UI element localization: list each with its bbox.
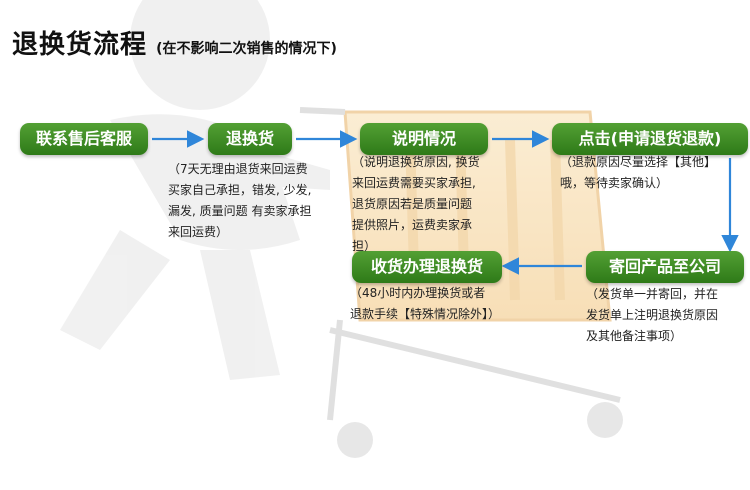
desc-explain: （说明退换货原因, 换货 来回运费需要买家承担, 退货原因若是质量问题 提供照片… [352,152,480,257]
desc-line: 担） [352,239,377,253]
desc-line: （48小时内办理换货或者 [350,286,486,300]
desc-line: 发货单上注明退换货原因 [586,308,719,322]
desc-line: 来回运费） [168,225,229,239]
page-header: 退换货流程 (在不影响二次销售的情况下) [12,24,337,61]
desc-line: （7天无理由退货来回运费 [168,162,308,176]
desc-line: （说明退换货原因, 换货 [352,155,480,169]
desc-process: （48小时内办理换货或者 退款手续【特殊情况除外】） [350,283,500,325]
desc-apply: （退款原因尽量选择【其他】 哦，等待卖家确认） [560,152,716,194]
desc-line: 退款手续【特殊情况除外】） [350,307,501,321]
page-subtitle: (在不影响二次销售的情况下) [156,41,337,57]
desc-line: 哦，等待卖家确认） [560,176,669,190]
desc-line: 来回运费需要买家承担, [352,176,476,190]
step-apply-refund: 点击(申请退货退款) [552,123,748,155]
step-explain: 说明情况 [360,123,488,155]
desc-line: （退款原因尽量选择【其他】 [560,155,717,169]
step-process: 收货办理退换货 [352,251,502,283]
desc-return-exchange: （7天无理由退货来回运费 买家自己承担，错发, 少发, 漏发, 质量问题 有卖家… [168,159,311,243]
desc-line: （发货单一并寄回，并在 [586,287,719,301]
desc-line: 买家自己承担，错发, 少发, [168,183,312,197]
desc-line: 漏发, 质量问题 有卖家承担 [168,204,312,218]
desc-line: 及其他备注事项） [586,329,683,343]
page-title: 退换货流程 [12,30,148,60]
step-ship-back: 寄回产品至公司 [586,251,744,283]
desc-line: 提供照片，运费卖家承 [352,218,473,232]
desc-ship-back: （发货单一并寄回，并在 发货单上注明退换货原因 及其他备注事项） [586,284,718,347]
step-contact-service: 联系售后客服 [20,123,148,155]
desc-line: 退货原因若是质量问题 [352,197,473,211]
step-return-exchange: 退换货 [208,123,292,155]
